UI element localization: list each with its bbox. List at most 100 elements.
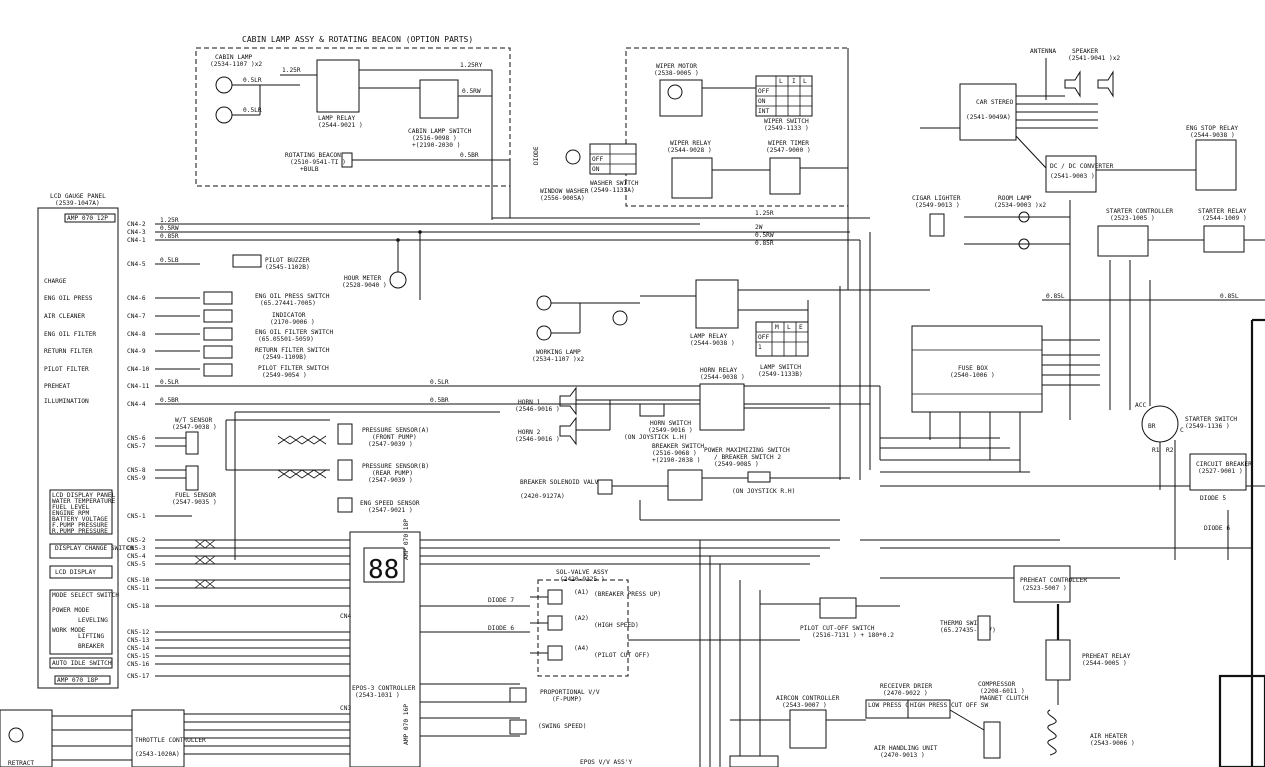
svg-text:LAMP RELAY: LAMP RELAY: [318, 115, 356, 122]
svg-text:(ON JOYSTICK R.H): (ON JOYSTICK R.H): [732, 488, 795, 495]
svg-text:BR: BR: [1148, 423, 1156, 430]
svg-text:HORN RELAY: HORN RELAY: [700, 367, 738, 374]
breaker-switch: [667, 469, 703, 501]
working-lamp-2: [536, 325, 552, 341]
svg-text:POWER MODE: POWER MODE: [52, 607, 90, 614]
svg-text:(2420-9325 ): (2420-9325 ): [560, 576, 605, 583]
throttle-motor: [8, 727, 24, 743]
pilot-filter-switch: [203, 363, 233, 377]
svg-text:(2420-9127A): (2420-9127A): [520, 493, 565, 500]
svg-text:CN5-10: CN5-10: [127, 577, 150, 584]
svg-text:DIODE 6: DIODE 6: [1204, 525, 1230, 532]
svg-text:0.5RW: 0.5RW: [755, 232, 774, 239]
preheat-relay: [1045, 639, 1071, 681]
svg-text:WIPER TIMER: WIPER TIMER: [768, 140, 809, 147]
wiper-group: WIPER MOTOR (2538-9005 ) WIPER SWITCH (2…: [492, 47, 870, 290]
svg-text:(2539-1047A): (2539-1047A): [55, 200, 100, 207]
svg-text:HORN 1: HORN 1: [518, 399, 541, 406]
circuit-breaker: [1189, 453, 1247, 491]
cabin-lamp-group: CABIN LAMP ASSY & ROTATING BEACON (OPTIO…: [195, 35, 511, 220]
svg-text:0.5RW: 0.5RW: [160, 225, 179, 232]
svg-text:CN5-15: CN5-15: [127, 653, 150, 660]
svg-text:BREAKER SWITCH: BREAKER SWITCH: [652, 443, 704, 450]
svg-text:1.25R: 1.25R: [282, 67, 301, 74]
svg-text:PREHEAT RELAY: PREHEAT RELAY: [1082, 653, 1131, 660]
svg-text:0.5BR: 0.5BR: [160, 397, 179, 404]
svg-text:LCD GAUGE PANEL: LCD GAUGE PANEL: [50, 193, 106, 200]
svg-text:ANTENNA: ANTENNA: [1030, 48, 1056, 55]
svg-text:(2541-9003 ): (2541-9003 ): [1050, 173, 1095, 180]
svg-text:ON: ON: [592, 166, 600, 173]
air-heater-coil: [1047, 709, 1057, 756]
fuel-sensor: [185, 465, 199, 491]
hour-meter: [389, 271, 407, 289]
svg-text:(2547-9035 ): (2547-9035 ): [172, 499, 217, 506]
svg-text:0.5LR: 0.5LR: [243, 107, 262, 114]
high-press-switch: [907, 699, 951, 719]
svg-text:HORN SWITCH: HORN SWITCH: [650, 420, 691, 427]
svg-text:CN5-5: CN5-5: [127, 561, 146, 568]
svg-text:(2545-1102B): (2545-1102B): [265, 264, 310, 271]
svg-text:INDICATOR: INDICATOR: [272, 312, 306, 319]
svg-text:WORK MODE: WORK MODE: [52, 627, 86, 634]
fuse-box-group: FUSE BOX (2540-1006 ) 0.85L 0.85L: [839, 232, 1265, 487]
svg-text:CN4-5: CN4-5: [127, 261, 146, 268]
svg-text:(2544-9021 ): (2544-9021 ): [318, 122, 363, 129]
svg-text:INT: INT: [758, 108, 769, 115]
svg-text:(BREAKER PRESS UP): (BREAKER PRESS UP): [594, 591, 661, 598]
svg-text:BREAKER: BREAKER: [78, 643, 104, 650]
svg-text:WIPER SWITCH: WIPER SWITCH: [764, 118, 809, 125]
svg-text:CN4-6: CN4-6: [127, 295, 146, 302]
dc-dc-converter: [1045, 155, 1097, 193]
svg-text:(65.27441-7005): (65.27441-7005): [260, 300, 316, 307]
svg-text:CN4-7: CN4-7: [127, 313, 146, 320]
svg-text:ENG OIL FILTER SWITCH: ENG OIL FILTER SWITCH: [255, 329, 334, 336]
svg-text:CN5-4: CN5-4: [127, 553, 146, 560]
svg-text:WASHER SWITCH: WASHER SWITCH: [590, 180, 639, 187]
return-filter-switch: [203, 345, 233, 359]
throttle-controller-group: RETRACT THROTTLE CONTROLLER (2543-1020A): [0, 709, 350, 767]
svg-text:EPOS V/V ASS'Y: EPOS V/V ASS'Y: [580, 759, 632, 766]
svg-text:1.25R: 1.25R: [755, 210, 774, 217]
svg-text:(2546-9016 ): (2546-9016 ): [515, 406, 560, 413]
svg-text:AMP 070 12P: AMP 070 12P: [67, 215, 108, 222]
svg-text:ROTATING BEACON: ROTATING BEACON: [285, 152, 341, 159]
starter-switch-group: STARTER SWITCH (2549-1136 ) ACC BR R1 R2…: [1109, 260, 1265, 767]
svg-text:88: 88: [368, 555, 399, 585]
svg-text:(2549-9013 ): (2549-9013 ): [915, 202, 960, 209]
svg-text:+(2190-2030 ): +(2190-2030 ): [412, 142, 460, 149]
preheat-group: PREHEAT CONTROLLER (2523-5007 ) THERMO S…: [860, 539, 1252, 756]
cn5-connectors: CN5-2 CN5-3 CN5-4 CN5-5 CN5-10 CN5-11 CN…: [127, 537, 350, 680]
svg-text:BATTERY VOLTAGE: BATTERY VOLTAGE: [52, 516, 108, 523]
svg-text:0.85R: 0.85R: [755, 240, 774, 247]
svg-text:WIPER RELAY: WIPER RELAY: [670, 140, 711, 147]
svg-text:(2549-9085 ): (2549-9085 ): [714, 461, 759, 468]
svg-text:FUEL SENSOR: FUEL SENSOR: [175, 492, 216, 499]
svg-text:PRESSURE SENSOR(B): PRESSURE SENSOR(B): [362, 463, 429, 470]
svg-text:(2528-9040 ): (2528-9040 ): [342, 282, 387, 289]
svg-text:0.5LR: 0.5LR: [430, 379, 449, 386]
fuse-box: [911, 325, 1043, 413]
svg-text:0.85R: 0.85R: [160, 233, 179, 240]
svg-text:(F-PUMP): (F-PUMP): [552, 696, 582, 703]
svg-text:CN5-12: CN5-12: [127, 629, 150, 636]
svg-text:CN4-8: CN4-8: [127, 331, 146, 338]
svg-text:R1: R1: [1152, 447, 1160, 454]
svg-text:PROPORTIONAL V/V: PROPORTIONAL V/V: [540, 689, 600, 696]
svg-text:MODE SELECT SWITCH: MODE SELECT SWITCH: [52, 592, 119, 599]
horn-breaker-group: HORN 1 (2546-9016 ) HORN 2 (2546-9016 ) …: [515, 367, 850, 521]
svg-text:(2538-9005 ): (2538-9005 ): [654, 70, 699, 77]
svg-text:STARTER RELAY: STARTER RELAY: [1198, 208, 1247, 215]
svg-text:(2543-9006 ): (2543-9006 ): [1090, 740, 1135, 747]
svg-text:STARTER SWITCH: STARTER SWITCH: [1185, 416, 1237, 423]
svg-text:LCD DISPLAY: LCD DISPLAY: [55, 569, 96, 576]
svg-text:/ BREAKER SWITCH 2: / BREAKER SWITCH 2: [714, 454, 781, 461]
svg-text:FUSE BOX: FUSE BOX: [958, 365, 988, 372]
svg-text:(2544-9028 ): (2544-9028 ): [667, 147, 712, 154]
speaker-1-icon: [1064, 70, 1081, 98]
svg-text:PREHEAT CONTROLLER: PREHEAT CONTROLLER: [1020, 577, 1087, 584]
svg-text:(2523-5007 ): (2523-5007 ): [1022, 585, 1067, 592]
sol-valve-a2: [547, 615, 563, 631]
seven-segment-display: [363, 547, 405, 583]
epos-controller-group: 88 EPOS-3 CONTROLLER (2543-1031 ) AMP 07…: [340, 519, 840, 767]
